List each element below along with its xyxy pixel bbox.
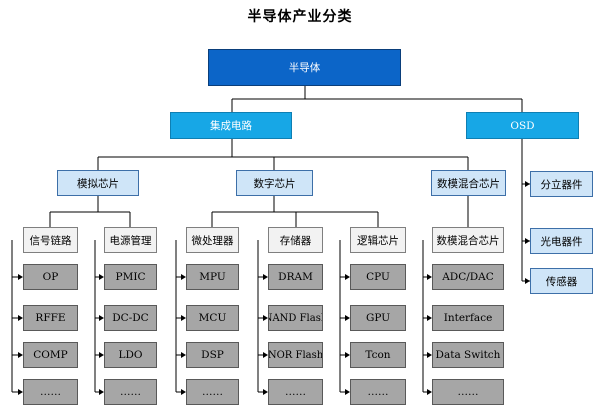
arrow-head [181, 274, 186, 280]
arrow-head [99, 274, 104, 280]
node-analog-chip: 模拟芯片 [57, 170, 139, 196]
node-osd: OSD [466, 112, 579, 139]
arrow-head [263, 274, 268, 280]
group-logic-chip: 逻辑芯片 [350, 227, 406, 253]
arrow-head [99, 389, 104, 395]
arrow-head [18, 315, 23, 321]
node-digital-chip: 数字芯片 [236, 170, 313, 196]
diagram-title: 半导体产业分类 [247, 9, 353, 25]
leaf-more: …… [268, 379, 323, 405]
arrow-head [263, 352, 268, 358]
arrow-head [18, 352, 23, 358]
leaf-more: …… [350, 379, 406, 405]
arrow-head [99, 352, 104, 358]
leaf-tcon: Tcon [350, 342, 406, 368]
arrow-head [525, 278, 530, 284]
osd-item-discrete: 分立器件 [530, 171, 593, 197]
leaf-op: OP [23, 264, 78, 290]
leaf-pmic: PMIC [104, 264, 157, 290]
leaf-data-switch: Data Switch [432, 342, 504, 368]
node-mixed-signal-chip: 数模混合芯片 [431, 170, 506, 196]
leaf-ldo: LDO [104, 342, 157, 368]
arrow-head [525, 181, 530, 187]
leaf-nor-flash: NOR Flash [268, 342, 323, 368]
arrow-head [18, 389, 23, 395]
root-node: 半导体 [208, 49, 401, 86]
leaf-nand-flash: NAND Flash [268, 305, 323, 331]
arrow-head [181, 315, 186, 321]
arrow-head [18, 274, 23, 280]
leaf-dram: DRAM [268, 264, 323, 290]
group-power-management: 电源管理 [104, 227, 157, 253]
leaf-more: …… [186, 379, 239, 405]
arrow-head [345, 389, 350, 395]
leaf-comp: COMP [23, 342, 78, 368]
arrow-head [263, 389, 268, 395]
leaf-interface: Interface [432, 305, 504, 331]
arrow-head [345, 274, 350, 280]
arrow-head [181, 389, 186, 395]
leaf-dsp: DSP [186, 342, 239, 368]
arrow-head [427, 274, 432, 280]
group-microprocessor: 微处理器 [186, 227, 239, 253]
arrow-head [345, 315, 350, 321]
group-memory: 存储器 [268, 227, 323, 253]
group-mixed-signal: 数模混合芯片 [432, 227, 504, 253]
leaf-dc-dc: DC-DC [104, 305, 157, 331]
leaf-more: …… [432, 379, 504, 405]
arrow-head [263, 315, 268, 321]
leaf-cpu: CPU [350, 264, 406, 290]
leaf-adc-dac: ADC/DAC [432, 264, 504, 290]
arrow-head [427, 352, 432, 358]
osd-item-optoelectronic: 光电器件 [530, 228, 593, 254]
group-signal-chain: 信号链路 [23, 227, 78, 253]
leaf-more: …… [23, 379, 78, 405]
leaf-mpu: MPU [186, 264, 239, 290]
arrow-head [99, 315, 104, 321]
leaf-more: …… [104, 379, 157, 405]
arrow-head [525, 238, 530, 244]
leaf-rffe: RFFE [23, 305, 78, 331]
osd-item-sensor: 传感器 [530, 268, 593, 294]
node-integrated-circuit: 集成电路 [170, 112, 292, 139]
arrow-head [345, 352, 350, 358]
arrow-head [181, 352, 186, 358]
leaf-mcu: MCU [186, 305, 239, 331]
arrow-head [427, 315, 432, 321]
arrow-head [427, 389, 432, 395]
leaf-gpu: GPU [350, 305, 406, 331]
